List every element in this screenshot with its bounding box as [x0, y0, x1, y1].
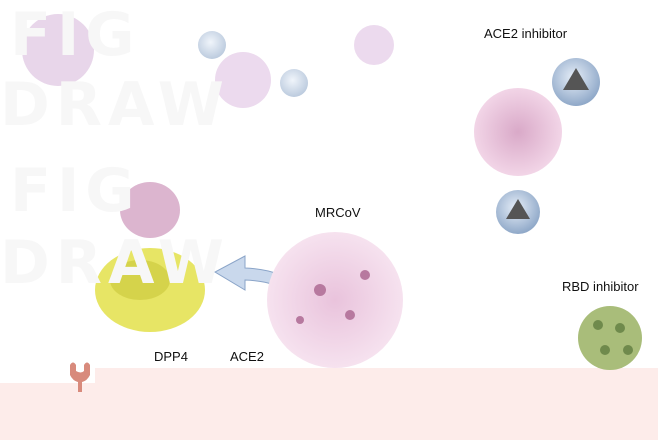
rbd-inhibitor-particle — [578, 306, 642, 370]
dpp4-receptor-icon — [70, 362, 90, 392]
watermark: DRAW — [0, 70, 230, 140]
watermark: FIG — [10, 0, 141, 70]
mrcov-virus — [267, 232, 403, 368]
virus-particle-faded — [22, 14, 394, 108]
cell-membrane — [95, 368, 658, 440]
protein-structure — [95, 182, 205, 332]
ace2-label: ACE2 — [230, 349, 264, 364]
dpp4-label: DPP4 — [154, 349, 188, 364]
mrcov-label: MRCoV — [315, 205, 361, 220]
virus-with-inhibitors — [474, 58, 600, 234]
watermark: DRAW — [0, 228, 230, 298]
cell-membrane — [0, 383, 95, 440]
rbd-inhibitor-label: RBD inhibitor — [562, 279, 639, 294]
ace2-inhibitor-label: ACE2 inhibitor — [484, 26, 568, 41]
watermark: FIG — [10, 156, 141, 226]
